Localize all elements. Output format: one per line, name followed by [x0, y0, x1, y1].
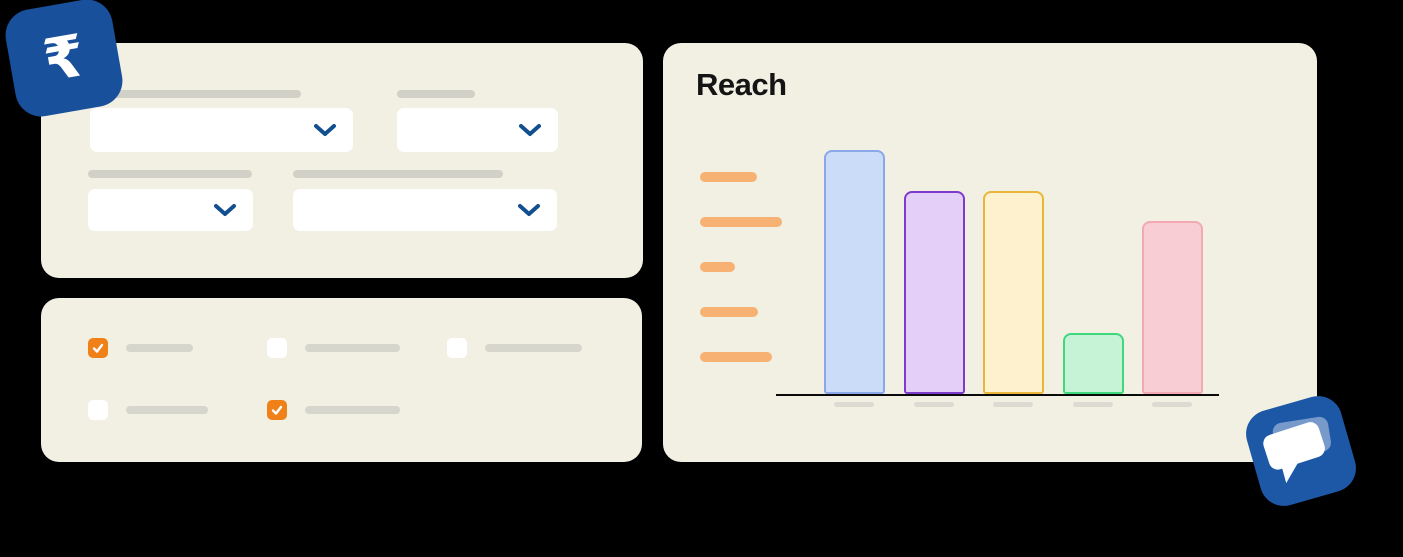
bar	[824, 150, 885, 394]
filter-select-1[interactable]	[90, 108, 353, 152]
x-tick-label-skeleton	[914, 402, 954, 407]
chat-badge	[1240, 390, 1362, 512]
checkbox-label-skeleton	[305, 344, 400, 352]
bar	[1142, 221, 1203, 394]
chart-title: Reach	[696, 67, 787, 102]
filter-1-label-skeleton	[90, 90, 301, 98]
filters-panel	[41, 43, 643, 278]
bar	[904, 191, 965, 394]
checkbox-unchecked[interactable]	[88, 400, 108, 420]
checkbox-label-skeleton	[126, 344, 193, 352]
filter-select-2[interactable]	[397, 108, 558, 152]
check-icon	[92, 343, 104, 353]
filter-4-label-skeleton	[293, 170, 503, 178]
x-tick-label-skeleton	[1073, 402, 1113, 407]
chart-panel: Reach	[663, 43, 1317, 462]
filter-2-label-skeleton	[397, 90, 475, 98]
checkbox-unchecked[interactable]	[447, 338, 467, 358]
checkbox-unchecked[interactable]	[267, 338, 287, 358]
x-tick-label-skeleton	[1152, 402, 1192, 407]
checkbox-item	[267, 400, 400, 420]
bar	[983, 191, 1044, 394]
chevron-down-icon	[314, 124, 336, 136]
checkbox-label-skeleton	[126, 406, 208, 414]
checkbox-item	[88, 338, 193, 358]
bar	[1063, 333, 1124, 394]
x-tick-label-skeleton	[993, 402, 1033, 407]
filter-select-3[interactable]	[88, 189, 253, 231]
check-icon	[271, 405, 283, 415]
y-axis-skeleton-line	[700, 352, 772, 362]
filter-select-4[interactable]	[293, 189, 557, 231]
rupee-icon: ₹	[38, 21, 90, 95]
checkbox-item	[88, 400, 208, 420]
checkbox-label-skeleton	[305, 406, 400, 414]
checkbox-checked[interactable]	[267, 400, 287, 420]
checkbox-label-skeleton	[485, 344, 582, 352]
checkbox-checked[interactable]	[88, 338, 108, 358]
filter-3-label-skeleton	[88, 170, 252, 178]
y-axis-skeleton-line	[700, 172, 757, 182]
chat-bubble-icon	[1263, 416, 1331, 484]
rupee-badge: ₹	[1, 0, 127, 121]
y-axis-skeleton-line	[700, 262, 735, 272]
chevron-down-icon	[518, 204, 540, 216]
x-tick-label-skeleton	[834, 402, 874, 407]
checkboxes-panel	[41, 298, 642, 462]
chevron-down-icon	[519, 124, 541, 136]
x-axis-line	[776, 394, 1219, 396]
chevron-down-icon	[214, 204, 236, 216]
checkbox-item	[267, 338, 400, 358]
checkbox-item	[447, 338, 582, 358]
y-axis-skeleton-line	[700, 217, 782, 227]
y-axis-skeleton-line	[700, 307, 758, 317]
